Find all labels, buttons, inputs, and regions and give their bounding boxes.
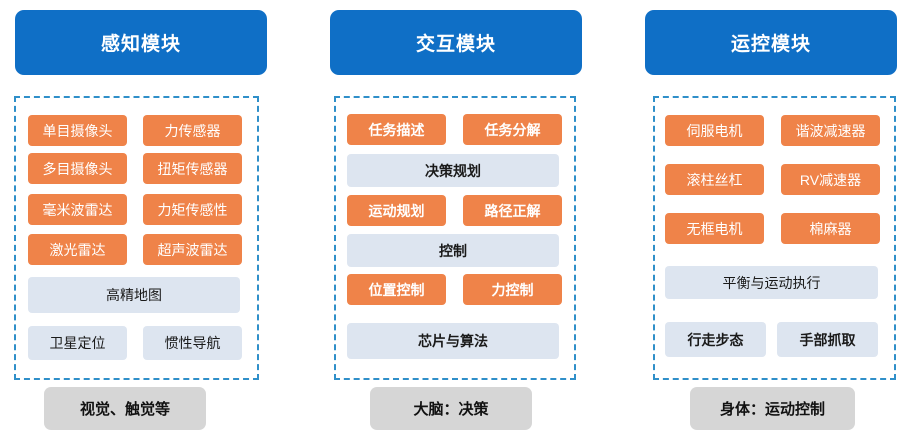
tile-motion-planning: 运动规划: [347, 195, 446, 226]
tile-multi-camera: 多目摄像头: [28, 153, 127, 184]
tile-frameless-motor: 无框电机: [665, 213, 764, 244]
tile-rv-reducer: RV减速器: [781, 164, 880, 195]
tile-servo-motor: 伺服电机: [665, 115, 764, 146]
tile-lidar: 激光雷达: [28, 234, 127, 265]
motion-control-module-panel: [653, 96, 896, 380]
tile-force-torque-sensor: 力矩传感性: [143, 194, 242, 225]
tile-force-control: 力控制: [463, 274, 562, 305]
tile-task-description: 任务描述: [347, 114, 446, 145]
perception-module-header: 感知模块: [15, 10, 267, 75]
motion-control-module-header: 运控模块: [645, 10, 897, 75]
tile-decision-planning: 决策规划: [347, 154, 559, 187]
tile-hand-grasping: 手部抓取: [777, 322, 878, 357]
tile-cotton-linen-device: 棉麻器: [781, 213, 880, 244]
tile-mono-camera: 单目摄像头: [28, 115, 127, 146]
motion-control-module-footer: 身体：运动控制: [690, 387, 855, 430]
tile-inertial-navigation: 惯性导航: [143, 326, 242, 360]
tile-torque-sensor: 扭矩传感器: [143, 153, 242, 184]
tile-roller-screw: 滚柱丝杠: [665, 164, 764, 195]
interaction-module-panel: [334, 96, 576, 380]
tile-hd-map: 高精地图: [28, 277, 240, 313]
tile-task-decomposition: 任务分解: [463, 114, 562, 145]
tile-balance-motion-execution: 平衡与运动执行: [665, 266, 878, 299]
interaction-module-header: 交互模块: [330, 10, 582, 75]
tile-position-control: 位置控制: [347, 274, 446, 305]
tile-control: 控制: [347, 234, 559, 267]
tile-harmonic-reducer: 谐波减速器: [781, 115, 880, 146]
tile-walking-gait: 行走步态: [665, 322, 766, 357]
tile-satellite-positioning: 卫星定位: [28, 326, 127, 360]
tile-path-solution: 路径正解: [463, 195, 562, 226]
tile-force-sensor: 力传感器: [143, 115, 242, 146]
tile-ultrasonic-radar: 超声波雷达: [143, 234, 242, 265]
tile-chips-algorithms: 芯片与算法: [347, 323, 559, 359]
tile-mmwave-radar: 毫米波雷达: [28, 194, 127, 225]
interaction-module-footer: 大脑：决策: [370, 387, 532, 430]
perception-module-panel: [14, 96, 259, 380]
perception-module-footer: 视觉、触觉等: [44, 387, 206, 430]
